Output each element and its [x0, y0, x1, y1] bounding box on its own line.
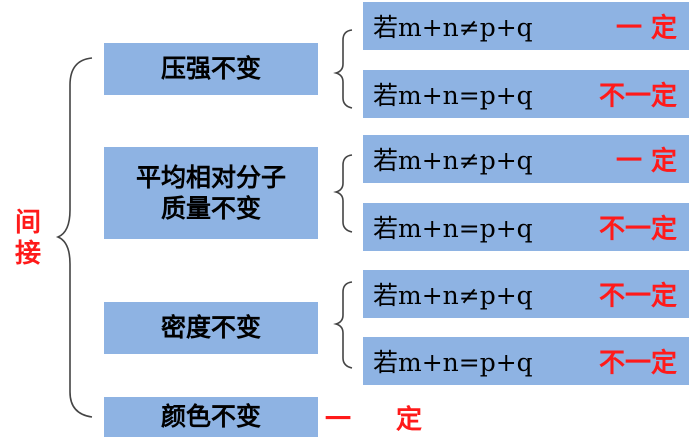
label-density-constant: 密度不变 — [104, 302, 318, 354]
label-pressure-constant: 压强不变 — [104, 43, 318, 95]
label-text: 密度不变 — [160, 313, 261, 343]
condition-row: 若m+n≠p+q 一 定 — [363, 2, 689, 50]
group1-brace — [333, 29, 353, 109]
label-text: 颜色不变 — [160, 402, 261, 432]
condition-row: 若m+n=p+q 不一定 — [363, 203, 689, 251]
condition-text: 若m+n≠p+q — [373, 281, 533, 310]
label-molar-mass-constant: 平均相对分子 质量不变 — [104, 147, 318, 239]
result-text: 一 定 — [615, 13, 677, 44]
condition-text: 若m+n=p+q — [373, 214, 533, 243]
result-text: 不一定 — [598, 281, 677, 312]
result-text: 不一定 — [598, 348, 677, 379]
condition-text: 若m+n≠p+q — [373, 146, 533, 175]
group2-brace — [333, 154, 353, 233]
label-color-constant: 颜色不变 — [104, 397, 318, 437]
side-label-char-2: 接 — [14, 239, 41, 270]
result-text: 不一定 — [598, 81, 677, 112]
result-text: 不一定 — [598, 214, 677, 245]
condition-text: 若m+n=p+q — [373, 348, 533, 377]
condition-text: 若m+n≠p+q — [373, 13, 533, 42]
label-line-2: 质量不变 — [160, 194, 261, 223]
condition-text: 若m+n=p+q — [373, 81, 533, 110]
side-label-char-1: 间 — [14, 208, 41, 238]
group3-brace — [333, 281, 353, 369]
condition-row: 若m+n=p+q 不一定 — [363, 337, 689, 385]
label-line-1: 平均相对分子 — [135, 162, 286, 192]
result-text: 一 定 — [615, 146, 677, 177]
condition-row: 若m+n≠p+q 一 定 — [363, 135, 689, 183]
condition-row: 若m+n=p+q 不一定 — [363, 70, 689, 118]
side-label-indirect: 间 接 — [10, 208, 46, 270]
label-text: 压强不变 — [160, 54, 261, 84]
result-color: 一 定 — [325, 404, 441, 435]
condition-row: 若m+n≠p+q 不一定 — [363, 270, 689, 318]
main-brace — [55, 57, 93, 418]
